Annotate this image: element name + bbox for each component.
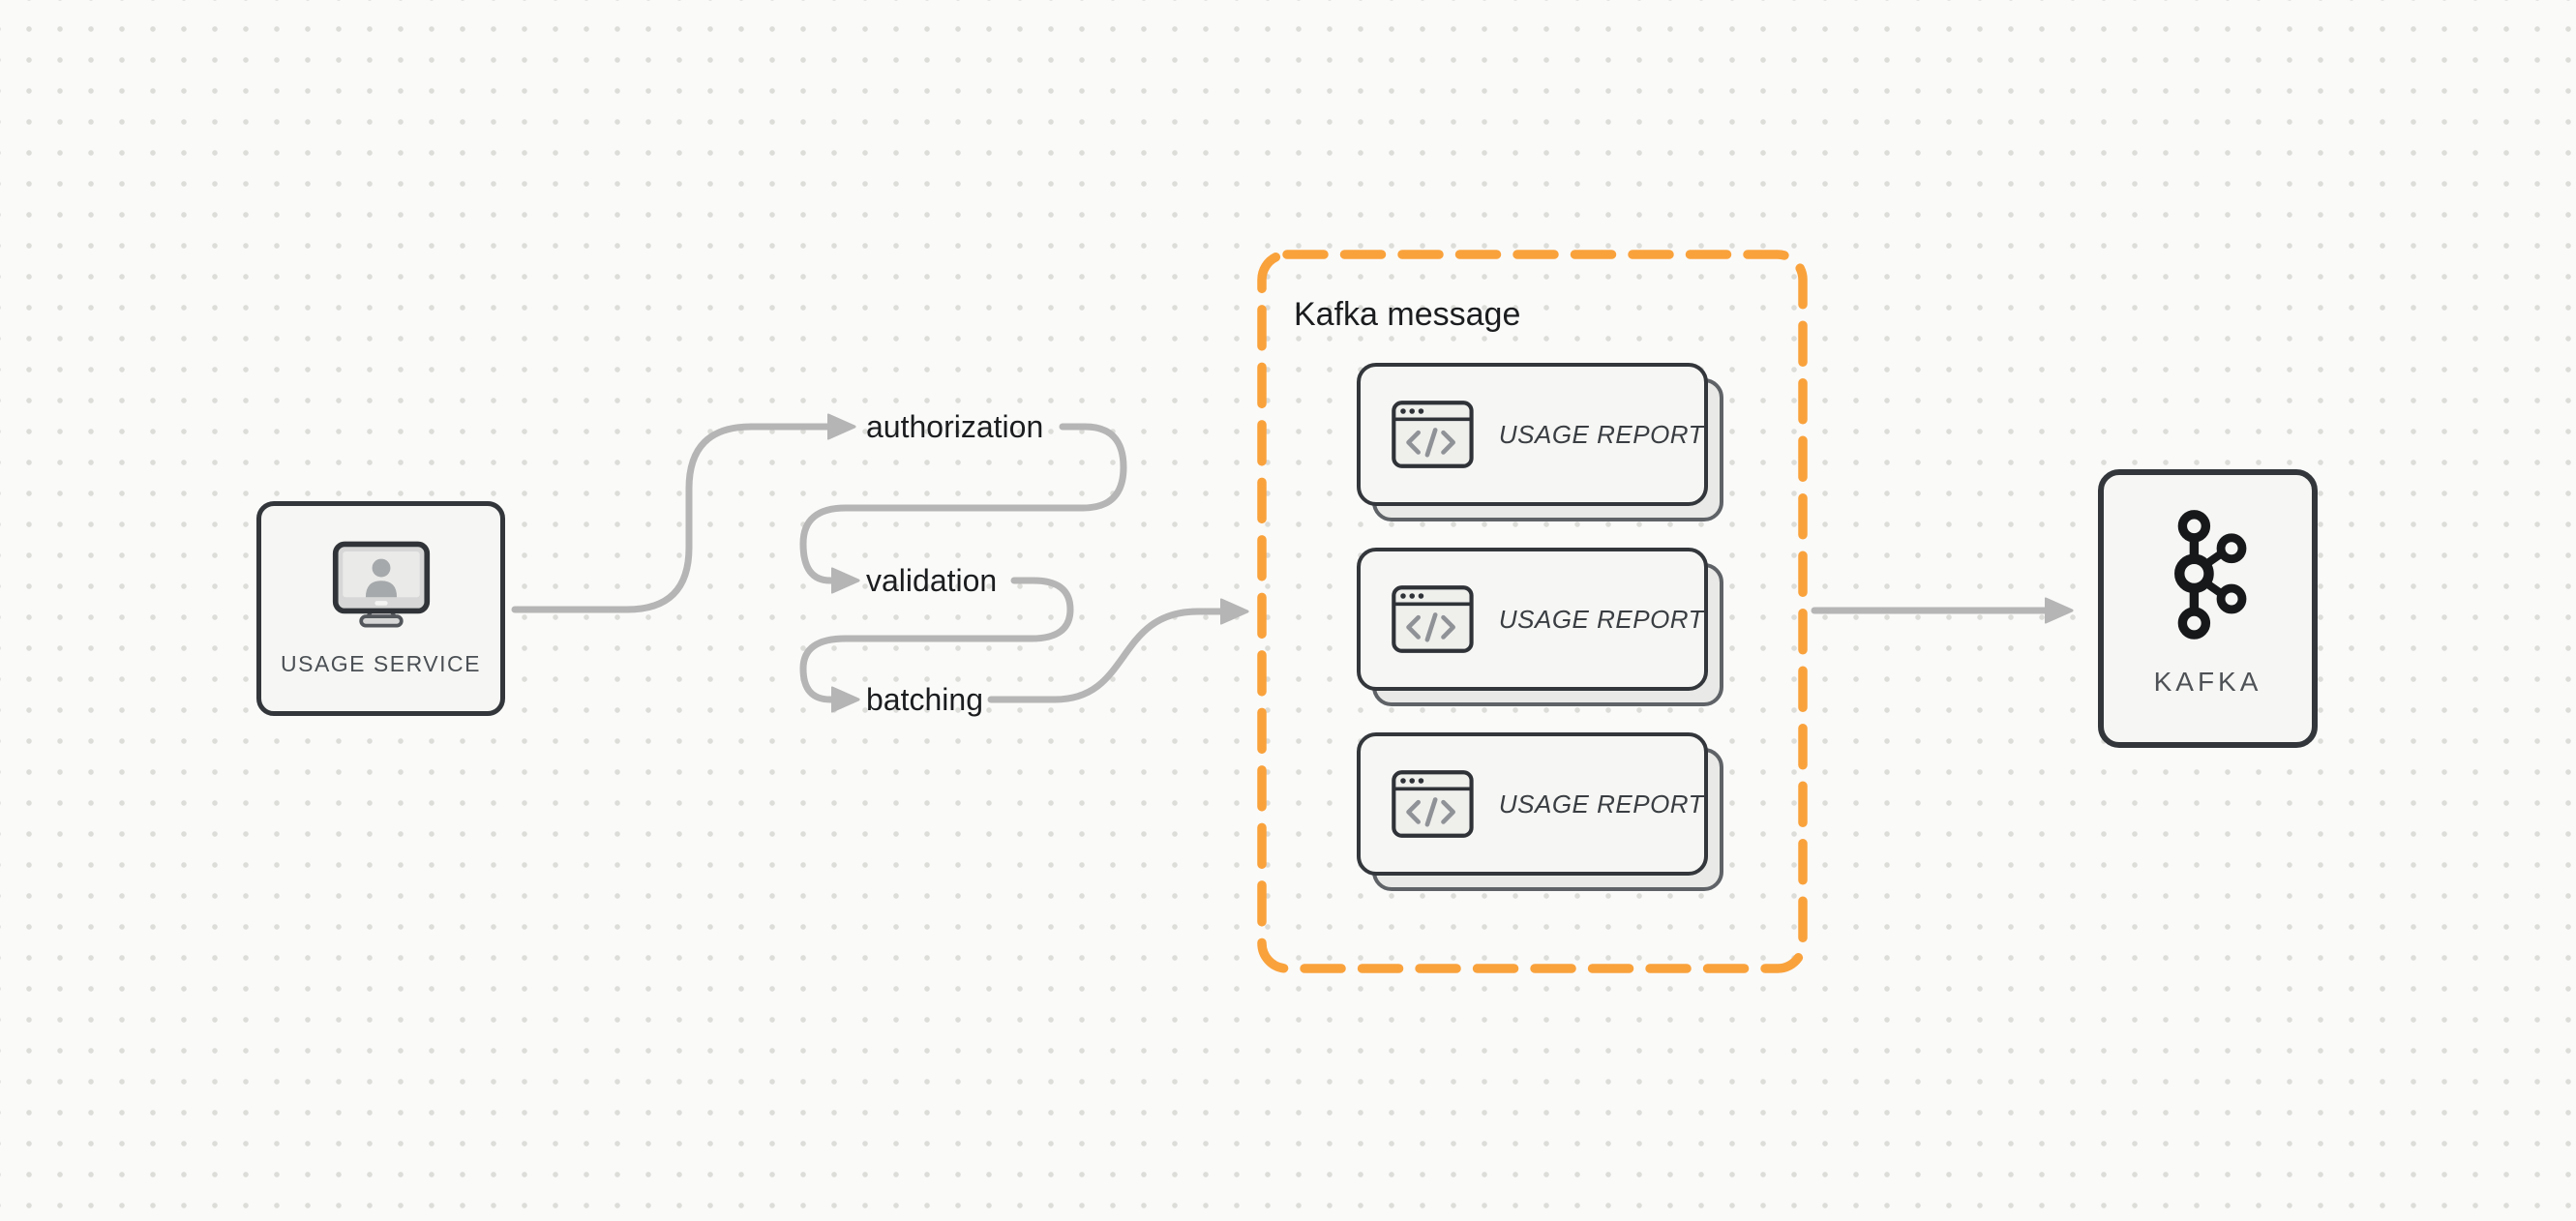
connector-usage-service-to-authorization [511,427,828,613]
usage-service-label: USAGE SERVICE [281,651,481,676]
card-front: USAGE REPORT [1357,548,1708,691]
step-label-batching: batching [866,682,983,717]
usage-service-node: USAGE SERVICE [256,501,505,716]
usage-report-card: USAGE REPORT [1357,732,1723,891]
step-label-authorization: authorization [866,409,1044,444]
connector-batching-to-kafka-message [987,611,1221,703]
connector-authorization-to-validation [799,423,1127,581]
usage-report-label: USAGE REPORT [1498,604,1704,634]
usage-report-card: USAGE REPORT [1357,363,1723,521]
usage-report-label: USAGE REPORT [1498,419,1704,449]
kafka-message-group-border [1257,250,1808,973]
usage-report-label: USAGE REPORT [1498,789,1704,819]
kafka-logo-icon [2173,510,2246,640]
code-window-icon [1392,585,1474,653]
kafka-message-group-title: Kafka message [1294,296,1521,333]
code-window-icon [1392,401,1474,468]
kafka-label: KAFKA [2153,667,2262,697]
step-label-validation: validation [866,563,998,598]
user-monitor-icon [332,541,430,628]
card-front: USAGE REPORT [1357,732,1708,876]
kafka-node: KAFKA [2098,469,2318,748]
connector-validation-to-batching [799,577,1074,700]
code-window-icon [1392,770,1474,838]
usage-report-card: USAGE REPORT [1357,548,1723,706]
card-front: USAGE REPORT [1357,363,1708,506]
